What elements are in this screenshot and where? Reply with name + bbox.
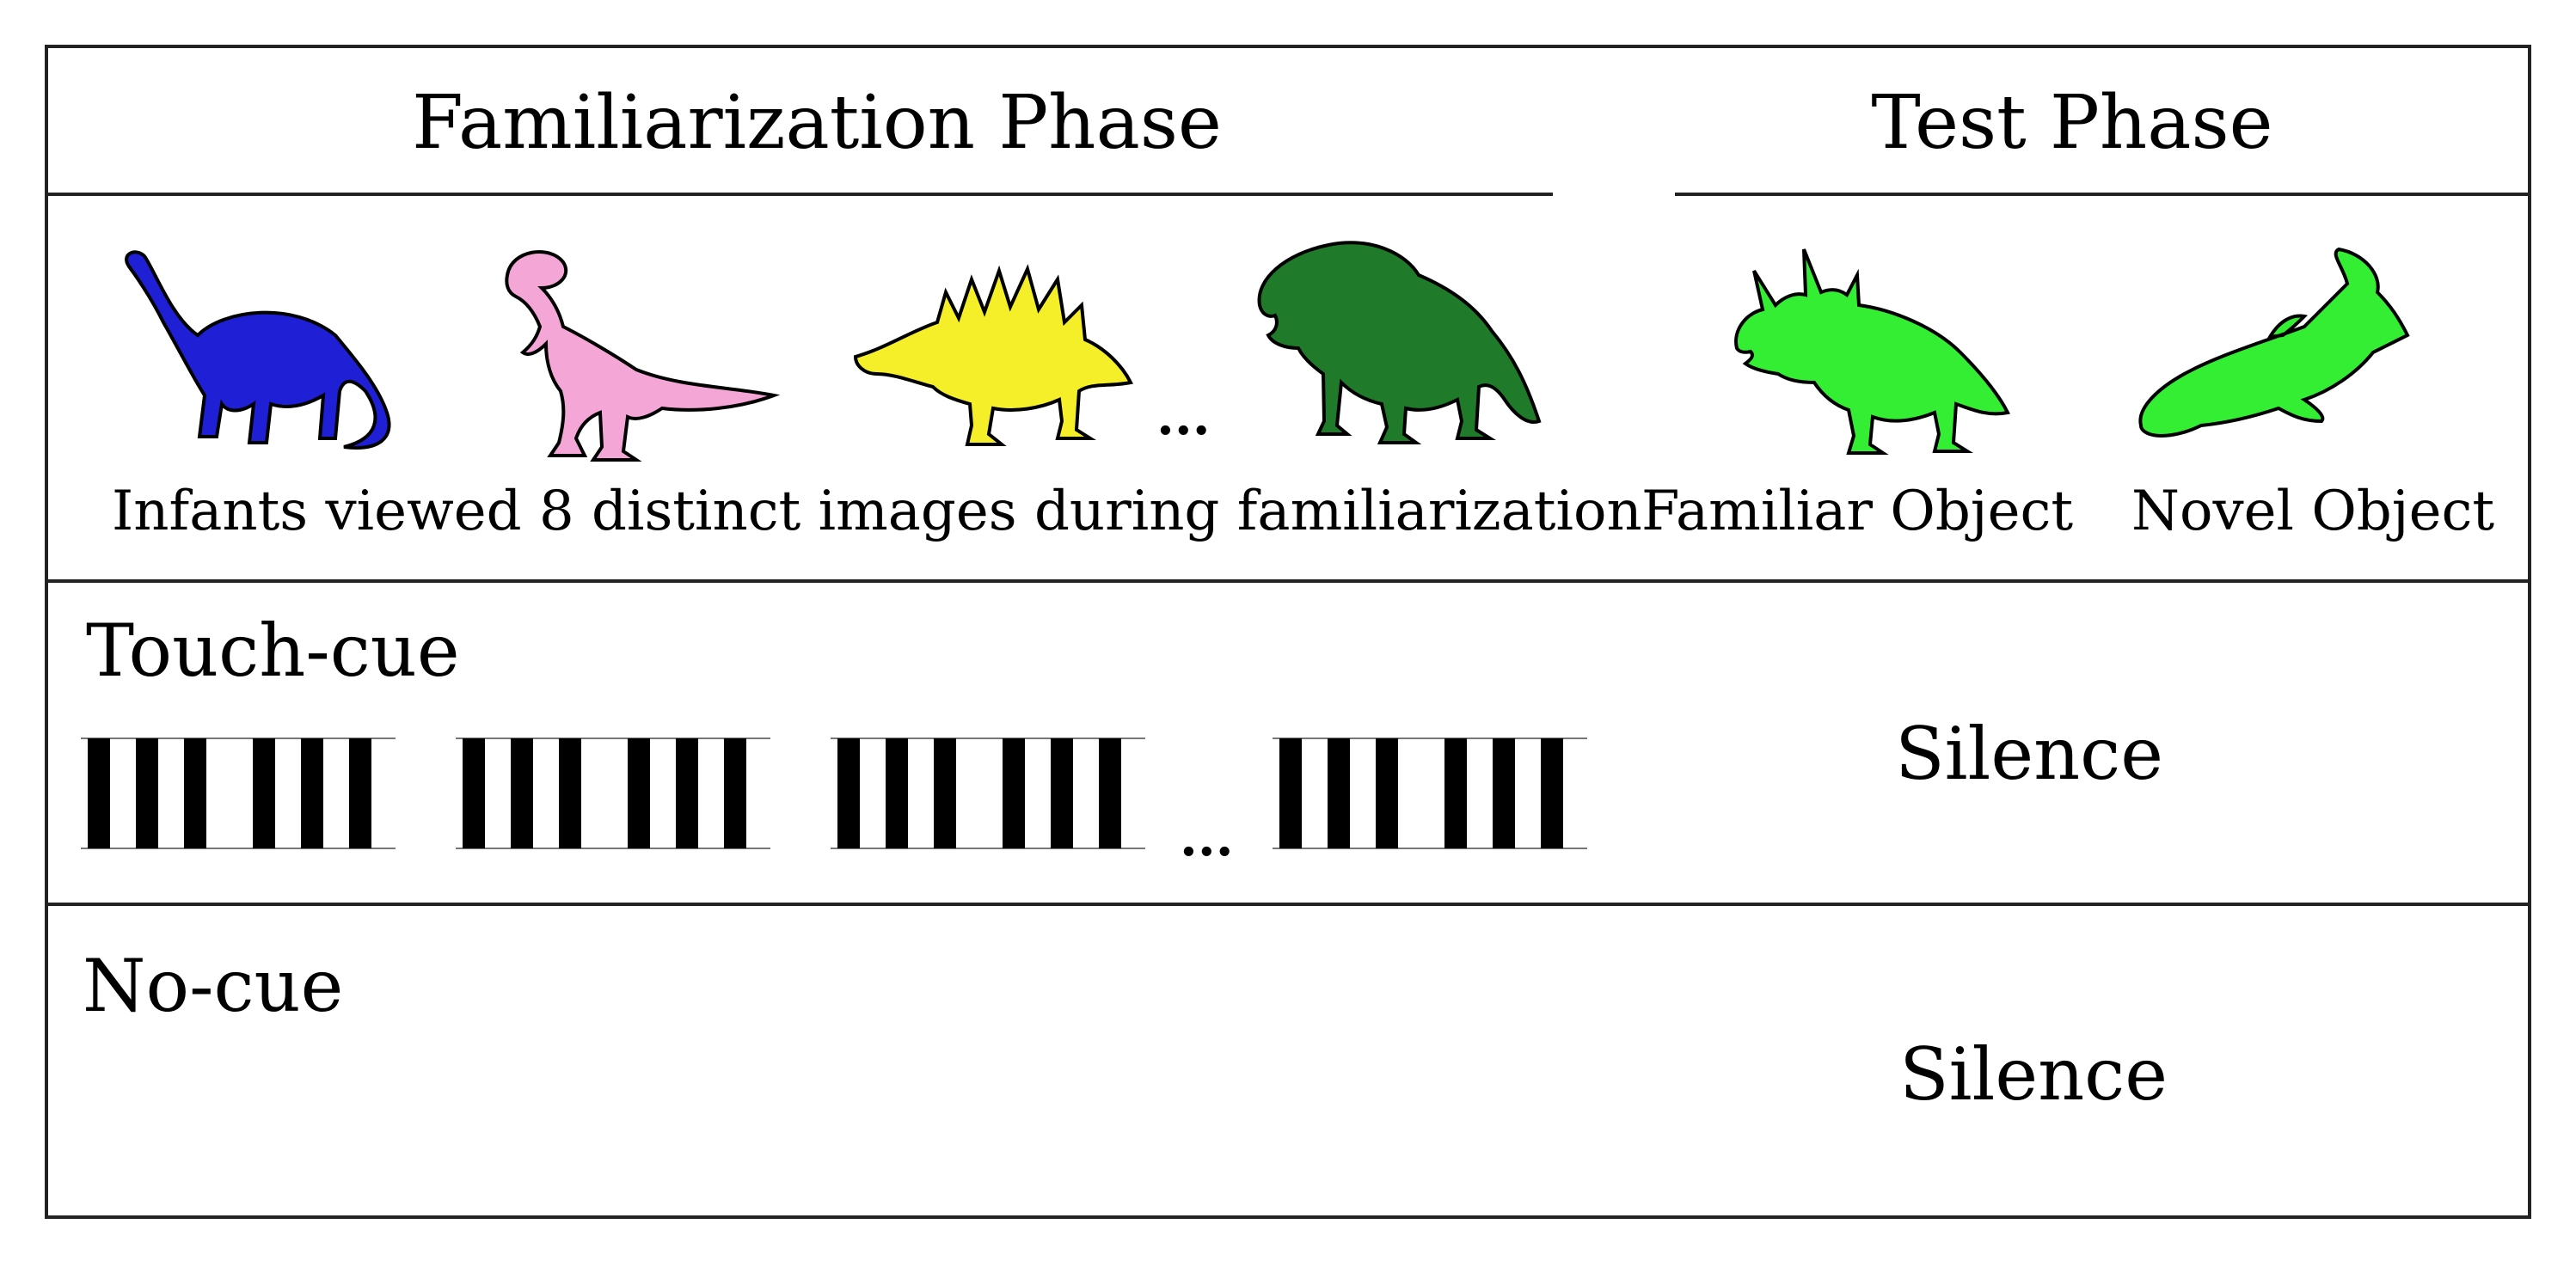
- touch-bar: [136, 738, 158, 848]
- touch-ellipsis: ...: [1180, 808, 1234, 868]
- stegosaurus-body: [853, 264, 1133, 446]
- fish-image: [2138, 247, 2410, 438]
- touch-cue-label: Touch-cue: [86, 609, 460, 693]
- protoceratops-body: [1257, 241, 1542, 444]
- fish-body: [2138, 247, 2410, 438]
- touch-bar: [463, 738, 485, 848]
- touch-bar: [559, 738, 581, 848]
- no-cue-test-silence: Silence: [1899, 1032, 2168, 1117]
- touch-pattern-2: [456, 738, 770, 849]
- touch-bar: [934, 738, 956, 848]
- touch-bar: [886, 738, 908, 848]
- familiarization-caption: Infants viewed 8 distinct images during …: [112, 480, 1642, 543]
- touch-cue-test-silence: Silence: [1895, 712, 2163, 796]
- touch-bar: [511, 738, 533, 848]
- touch-pattern-3: [831, 738, 1145, 849]
- touch-bar: [628, 738, 650, 848]
- diagram-frame: [45, 45, 2531, 1219]
- touch-pattern-4: [1273, 738, 1587, 849]
- tyrannosaurus-body: [505, 250, 781, 462]
- brontosaurus-image: [125, 250, 391, 450]
- triceratops-body: [1734, 248, 2010, 455]
- touch-bar: [349, 738, 371, 848]
- stimuli-divider: [48, 579, 2528, 583]
- touch-bar: [1003, 738, 1025, 848]
- touch-bar: [1279, 738, 1302, 848]
- stegosaurus-image: [853, 264, 1133, 446]
- touch-bar: [1376, 738, 1398, 848]
- familiarization-phase-title: Familiarization Phase: [412, 80, 1222, 166]
- condition-divider: [48, 903, 2528, 906]
- touch-bar: [1541, 738, 1563, 848]
- touch-bar: [1051, 738, 1073, 848]
- protoceratops-image: [1257, 241, 1542, 444]
- touch-bar: [253, 738, 275, 848]
- tyrannosaurus-image: [505, 250, 781, 462]
- touch-bar: [1328, 738, 1350, 848]
- test-underline: [1675, 193, 2528, 196]
- no-cue-label: No-cue: [83, 944, 344, 1028]
- touch-bar: [1493, 738, 1515, 848]
- novel-object-label: Novel Object: [2131, 480, 2495, 543]
- touch-bar: [1444, 738, 1467, 848]
- touch-bar: [724, 738, 746, 848]
- triceratops-image: [1734, 248, 2010, 455]
- touch-pattern-1: [81, 738, 396, 849]
- familiarization-underline: [48, 193, 1553, 196]
- brontosaurus-body: [125, 250, 391, 450]
- touch-bar: [301, 738, 323, 848]
- familiarization-ellipsis: ...: [1156, 387, 1211, 447]
- touch-bar: [88, 738, 110, 848]
- touch-bar: [676, 738, 698, 848]
- touch-bar: [1099, 738, 1121, 848]
- test-phase-title: Test Phase: [1871, 80, 2273, 166]
- familiar-object-label: Familiar Object: [1641, 480, 2074, 543]
- touch-bar: [837, 738, 860, 848]
- touch-bar: [184, 738, 206, 848]
